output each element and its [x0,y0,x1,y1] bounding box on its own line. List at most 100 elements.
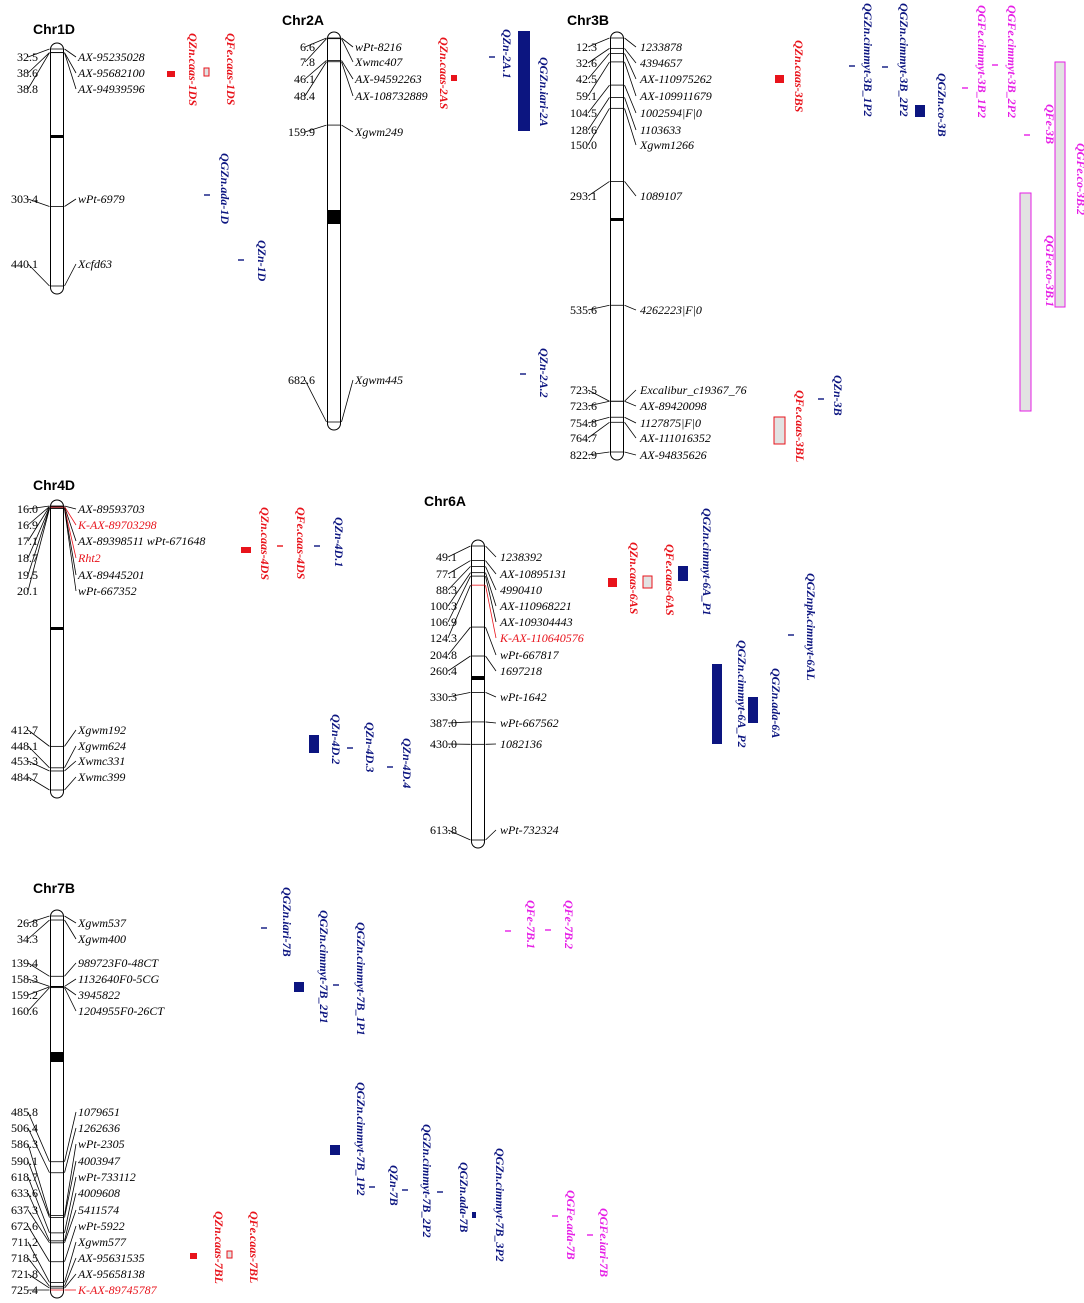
qtl-label: QFe-7B.2 [562,900,576,949]
marker-connector-left [27,915,50,924]
qtl-label: QFe.caas-6AS [663,544,677,616]
chr4d-marker-xwmc331: 453.3 Xwmc331 [11,754,125,772]
marker-position: 618.7 [11,1170,38,1184]
qtl-qzn-caas-1ds: QZn.caas-1DS [167,33,200,106]
marker-connector-left [27,1127,50,1173]
marker-name: Excalibur_c19367_76 [639,383,747,397]
chr7b-body [50,909,64,1299]
marker-connector-left [304,37,327,48]
qtl-label: QGZn.ada-6A [769,668,783,738]
marker-name: AX-10895131 [499,567,567,581]
qtl-interval-bar [518,31,530,131]
chr1d-body [50,42,64,295]
marker-name: Xgwm1266 [639,138,694,152]
marker-name: AX-95658138 [77,1267,145,1281]
marker-connector-left [447,575,471,623]
qtl-label: QGZn.co-3B [935,73,949,137]
marker-name: 4009608 [78,1186,120,1200]
qtl-label: QGFe.cimmyt-3B_2P2 [1005,5,1019,118]
marker-position: 46.1 [294,72,315,86]
qtl-label: QGZn.cimmyt-7B_2P1 [317,910,331,1024]
qtl-qfe-caas-6as: QFe.caas-6AS [642,544,677,616]
marker-name: AX-110975262 [639,72,712,86]
marker-name: 1082136 [500,737,542,751]
qtl-interval-box [203,67,210,77]
marker-position: 637.3 [11,1203,38,1217]
qtl-qgfe-co-3b-2: QGFe.co-3B.2 [1054,61,1084,308]
marker-connector-left [587,400,610,407]
qtl-label: QGZn.cimmyt-7B_2P2 [420,1124,434,1238]
chr1d-centromere [51,135,63,138]
qtl-qgzn-cimmyt-7b-2p2: QGZn.cimmyt-7B_2P2 [402,1124,434,1238]
qtl-interval-bar [294,982,304,992]
marker-position: 453.3 [11,754,38,768]
qtl-interval-box [1019,192,1032,412]
marker-name: 1262636 [78,1121,120,1135]
marker-connector-left [27,962,50,977]
marker-connector-left [27,506,50,526]
marker-connector-right [64,48,77,58]
marker-name: wPt-667562 [500,716,559,730]
qtl-interval-box [773,416,786,445]
qtl-interval-bar [472,1212,476,1218]
marker-position: 104.5 [570,106,597,120]
marker-connector-right [485,585,497,639]
marker-position: 34.3 [17,932,38,946]
marker-position: 26.8 [17,916,38,930]
marker-name: AX-94835626 [639,448,707,462]
marker-connector-right [624,400,637,407]
marker-name: Xcfd63 [77,257,112,271]
marker-name: 4394657 [640,56,683,70]
marker-name: 1132640F0-5CG [78,972,159,986]
marker-connector-right [485,545,497,558]
marker-position: 586.3 [11,1137,38,1151]
marker-position: 822.9 [570,448,597,462]
marker-connector-right [64,987,77,1012]
marker-name: AX-89445201 [77,568,145,582]
qtl-label: QGZn.cimmyt-3B_2P2 [897,3,911,117]
marker-position: 682.6 [288,373,315,387]
marker-connector-right [64,1143,77,1216]
qtl-qgzn-cimmyt-6a-p2: QGZn.cimmyt-6A_P2 [712,640,749,748]
chr6a-title: Chr6A [424,493,466,509]
qtl-qgzn-iari-7b: QGZn.iari-7B [261,887,294,957]
marker-connector-right [64,1160,77,1218]
qtl-qgzn-cimmyt-7b-2p1: QGZn.cimmyt-7B_2P1 [294,910,331,1024]
marker-connector-right [64,1209,77,1243]
qtl-interval-bar [678,566,688,581]
marker-connector-left [27,1160,50,1218]
qtl-label: QZn-2A.1 [500,29,514,79]
marker-connector-left [304,124,327,133]
marker-name: K-AX-89703298 [77,518,157,532]
marker-connector-left [27,508,50,592]
qtl-interval-box [642,575,653,589]
qtl-qgfe-cimmyt-3b-2p2: QGFe.cimmyt-3B_2P2 [992,5,1019,118]
marker-connector-right [485,576,497,623]
qtl-label: QZn-4D.3 [363,722,377,772]
marker-connector-left [304,379,327,423]
marker-position: 430.0 [430,737,457,751]
marker-position: 42.5 [576,72,597,86]
marker-connector-right [64,1127,77,1173]
marker-name: Xwmc331 [77,754,125,768]
marker-position: 128.6 [570,123,597,137]
marker-name: AX-89593703 [77,502,145,516]
marker-name: AX-89420098 [639,399,707,413]
marker-name: 1233878 [640,40,682,54]
qtl-qgfe-co-3b-1: QGFe.co-3B.1 [1019,192,1057,412]
chr7b-title: Chr7B [33,880,75,896]
marker-connector-right [624,422,637,439]
marker-connector-left [587,97,610,131]
marker-connector-left [27,987,50,1012]
